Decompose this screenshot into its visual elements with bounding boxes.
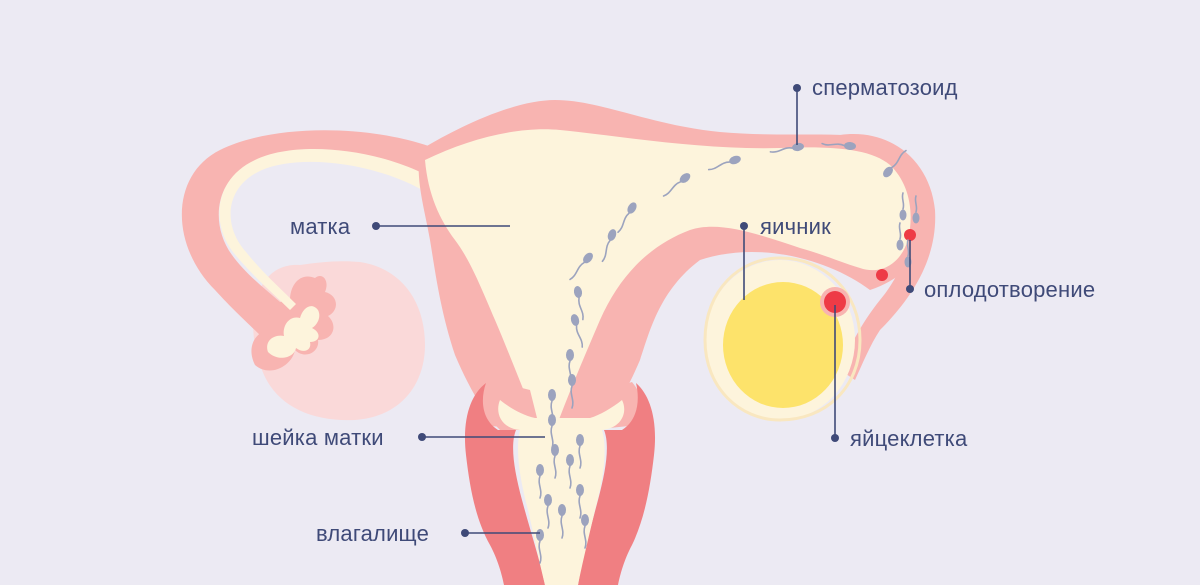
- sperm-cell: [576, 434, 584, 469]
- right-ovary-inner: [723, 282, 843, 408]
- vagina-right-wall: [578, 383, 656, 585]
- sperm-cell: [883, 149, 907, 178]
- sperm-cell: [896, 222, 904, 251]
- label-fertilization: оплодотворение: [924, 277, 1095, 302]
- right-fallopian-tube: [840, 134, 936, 380]
- fertilized-egg: [904, 229, 916, 241]
- label-sperm: сперматозоид: [812, 75, 958, 100]
- sperm-cell: [576, 484, 584, 519]
- sperm-cell: [570, 314, 584, 348]
- vagina-left-wall: [464, 383, 545, 585]
- left-fimbriae-inner: [267, 306, 320, 358]
- label-egg: яйцеклетка: [850, 426, 968, 451]
- label-uterus: матка: [290, 214, 351, 239]
- label-ovary: яичник: [760, 214, 831, 239]
- sperm-cell: [569, 252, 593, 281]
- egg-cell: [824, 291, 846, 313]
- sperm-cell: [899, 192, 907, 221]
- label-vagina: влагалище: [316, 521, 429, 546]
- cervix-opening: [498, 400, 625, 430]
- sperm-cell: [769, 142, 804, 153]
- egg-cell-small: [876, 269, 888, 281]
- sperm-cell: [566, 349, 574, 384]
- sperm-cell: [912, 195, 920, 224]
- sperm-cell: [548, 389, 556, 424]
- sperm-cell: [617, 202, 637, 234]
- label-cervix: шейка матки: [252, 425, 384, 450]
- sperm-group: [536, 141, 920, 564]
- right-ovary-rim: [703, 256, 862, 422]
- uterus-cavity: [425, 129, 911, 430]
- sperm-cell: [662, 173, 691, 197]
- sperm-cell: [566, 454, 574, 489]
- sperm-cell: [558, 504, 566, 539]
- sperm-cell: [581, 514, 589, 549]
- sperm-cell: [821, 141, 856, 151]
- sperm-cell: [601, 229, 617, 263]
- sperm-cell: [544, 494, 552, 529]
- sperm-cell: [573, 286, 584, 321]
- left-fallopian-tube: [181, 130, 460, 340]
- sperm-cell: [536, 529, 544, 564]
- leader-lines: [372, 84, 914, 537]
- sperm-cell: [536, 464, 544, 499]
- sperm-cell: [707, 155, 741, 171]
